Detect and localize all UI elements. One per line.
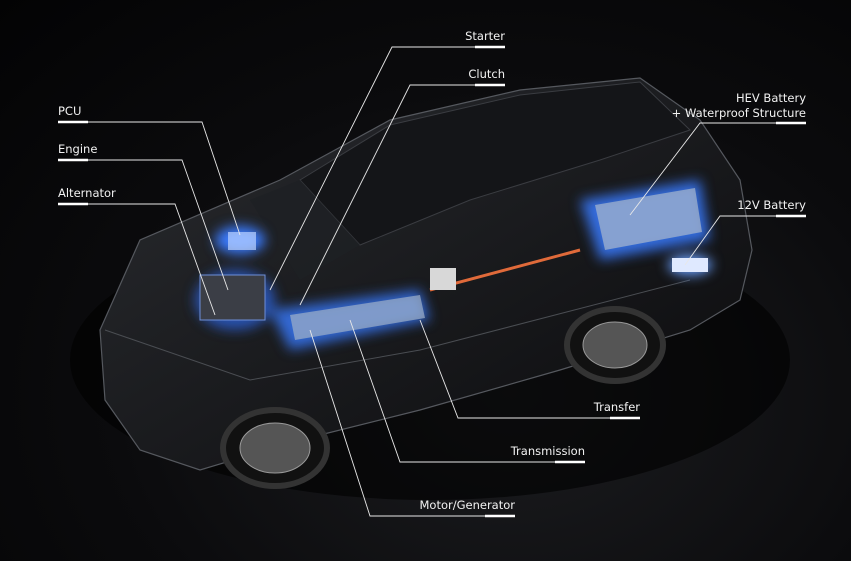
label-clutch: Clutch [468,67,505,81]
car-roof [299,81,691,246]
label-starter: Starter [465,29,505,43]
label-pcu: PCU [58,104,82,118]
windshield [250,180,360,280]
car-body [99,77,753,471]
label-transfer: Transfer [593,400,640,414]
label-engine: Engine [58,142,98,156]
label-underlines [58,45,806,518]
label-waterproof-structure: + Waterproof Structure [671,106,806,120]
label-transmission: Transmission [510,444,585,458]
label-alternator: Alternator [58,186,116,200]
label-12v-battery: 12V Battery [737,198,806,212]
components [199,188,708,340]
label-motor-generator: Motor/Generator [419,498,515,512]
wheel-rear [564,306,666,384]
label-hev-battery: HEV Battery [736,91,806,105]
wheel-front [220,407,330,489]
body-line [104,279,691,381]
